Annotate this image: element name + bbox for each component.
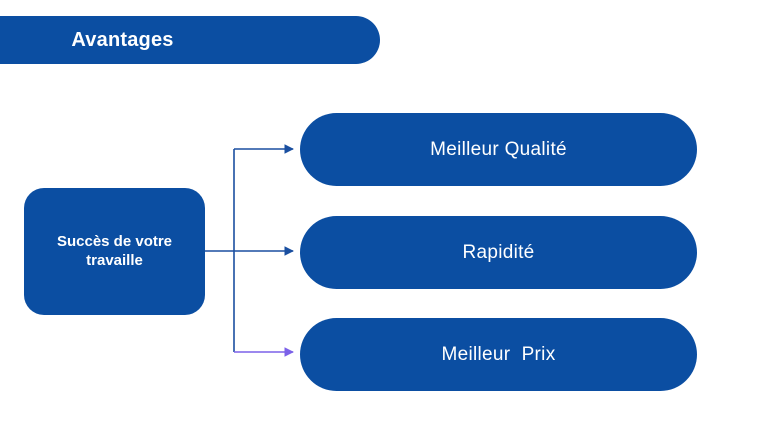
branch-node-label: Meilleur Qualité bbox=[430, 138, 567, 160]
branch-node-meilleur-prix[interactable]: Meilleur Prix bbox=[300, 318, 697, 391]
page-title: Avantages bbox=[71, 28, 174, 51]
source-node-label: Succès de votre travaille bbox=[56, 232, 173, 269]
header-banner: Avantages bbox=[0, 16, 380, 64]
source-node[interactable]: Succès de votre travaille bbox=[24, 188, 205, 315]
branch-node-label: Rapidité bbox=[462, 241, 535, 263]
branch-node-meilleur-qualite[interactable]: Meilleur Qualité bbox=[300, 113, 697, 186]
branch-node-label: Meilleur Prix bbox=[441, 343, 556, 365]
branch-node-rapidite[interactable]: Rapidité bbox=[300, 216, 697, 289]
